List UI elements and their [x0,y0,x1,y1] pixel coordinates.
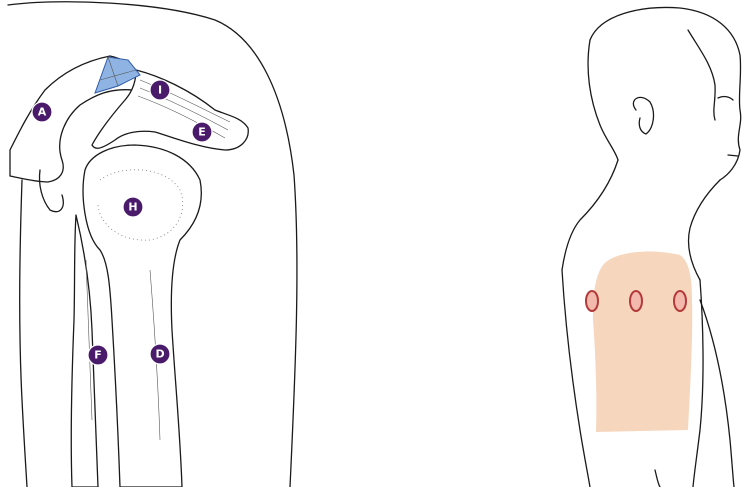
neck-back [562,160,618,270]
shoulder-anatomy-illustration: A I E H F D [8,2,297,487]
torso-outline [700,300,734,487]
marker-D-label: D [155,348,164,361]
marker-E: E [192,122,212,142]
marker-I-label: I [158,84,162,97]
ear [633,97,653,134]
eye [718,97,733,100]
marker-D: D [150,344,170,364]
marker-H: H [123,197,143,217]
arm-front-outline [693,280,703,487]
marker-H-label: H [128,201,137,214]
marker-A-label: A [38,106,47,119]
marker-E-label: E [198,126,206,139]
electrode-pad-1 [586,291,598,311]
electrode-pad-2 [630,291,642,311]
hairline [688,30,715,120]
marker-A: A [32,102,52,122]
human-profile-illustration [562,7,741,487]
arm-inner-line [655,470,660,487]
treatment-area-patch [593,251,692,432]
humerus [83,145,201,487]
marker-F: F [88,345,108,365]
marker-I: I [150,80,170,100]
marker-F-label: F [94,349,102,362]
mouth [728,155,738,156]
arm-inner-outline [20,180,27,487]
neck-front [688,180,720,280]
electrode-pad-3 [674,291,686,311]
head-outline [590,7,741,180]
hair-outline [588,40,618,160]
